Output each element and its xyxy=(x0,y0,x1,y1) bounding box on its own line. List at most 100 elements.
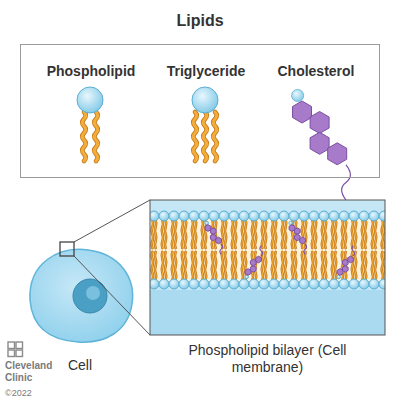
figure-shape xyxy=(256,256,262,263)
figure-shape xyxy=(185,220,186,248)
figure-shape xyxy=(325,252,326,280)
figure-shape xyxy=(355,220,356,248)
figure-shape xyxy=(355,252,356,280)
figure-shape xyxy=(155,252,156,280)
figure-shape xyxy=(262,220,263,248)
figure-shape xyxy=(259,211,269,221)
figure-shape xyxy=(309,279,319,289)
figure-shape xyxy=(192,252,193,280)
figure-shape xyxy=(359,211,369,221)
figure-shape xyxy=(162,220,163,248)
figure-shape xyxy=(189,279,199,289)
figure-shape xyxy=(210,228,216,235)
figure-shape xyxy=(172,252,173,280)
figure-shape xyxy=(179,279,189,289)
figure-shape xyxy=(332,220,333,248)
figure-shape xyxy=(235,252,236,280)
figure-shape xyxy=(279,211,289,221)
figure-shape xyxy=(216,237,222,244)
figure-shape xyxy=(155,220,156,248)
figure-shape xyxy=(172,220,173,248)
figure-shape xyxy=(282,220,283,248)
figure-shape xyxy=(152,220,153,248)
figure-shape xyxy=(312,220,313,248)
figure-shape xyxy=(372,220,373,248)
figure-shape xyxy=(269,279,279,289)
figure-shape xyxy=(185,220,186,248)
figure-shape xyxy=(372,220,373,248)
figure-shape xyxy=(249,279,259,289)
figure-shape xyxy=(342,252,343,280)
figure-shape xyxy=(332,252,333,280)
figure-shape xyxy=(212,252,213,280)
figure-shape xyxy=(359,279,369,289)
figure-shape xyxy=(225,252,226,280)
figure-shape xyxy=(335,252,336,280)
figure-shape xyxy=(213,112,217,161)
figure-shape xyxy=(239,211,249,221)
figure-shape xyxy=(175,220,176,248)
figure-shape xyxy=(73,279,107,313)
figure-shape xyxy=(245,220,246,248)
figure-shape xyxy=(272,220,273,248)
figure-shape xyxy=(219,211,229,221)
figure-shape xyxy=(285,220,286,248)
figure-shape xyxy=(312,252,313,280)
figure-shape xyxy=(259,279,269,289)
figure-shape xyxy=(362,220,363,248)
figure-shape xyxy=(305,252,306,280)
figure-shape xyxy=(349,279,359,289)
figure-shape xyxy=(315,252,316,280)
figure-shape xyxy=(192,252,193,280)
figure-shape xyxy=(335,252,336,280)
figure-shape xyxy=(169,279,179,289)
figure-shape xyxy=(332,252,333,280)
figure-shape xyxy=(235,252,236,280)
figure-shape xyxy=(282,220,283,248)
figure-shape xyxy=(342,266,348,273)
figure-shape xyxy=(352,252,353,280)
figure-shape xyxy=(355,252,356,280)
figure-shape xyxy=(329,279,339,289)
figure-shape xyxy=(322,252,323,280)
figure-shape xyxy=(82,112,86,161)
figure-shape xyxy=(16,342,23,349)
figure-shape xyxy=(195,252,196,280)
figure-shape xyxy=(255,220,256,248)
figure-shape xyxy=(302,252,303,280)
figure-shape xyxy=(342,220,343,248)
figure-shape xyxy=(255,252,256,280)
figure-shape xyxy=(179,211,189,221)
figure-shape xyxy=(250,266,256,273)
figure-shape xyxy=(275,220,276,248)
figure-shape xyxy=(299,211,309,221)
figure-shape xyxy=(239,279,249,289)
figure-shape xyxy=(159,279,169,289)
figure-shape xyxy=(379,279,385,289)
figure-shape xyxy=(199,279,209,289)
figure-shape xyxy=(155,220,156,248)
figure-shape xyxy=(322,252,323,280)
figure-shape xyxy=(352,220,353,248)
figure-shape xyxy=(369,211,379,221)
lipid-name: Triglyceride xyxy=(167,63,246,80)
figure-shape xyxy=(375,252,376,280)
figure-shape xyxy=(202,220,203,248)
figure-shape xyxy=(202,220,203,248)
figure-shape xyxy=(202,252,203,280)
figure-shape xyxy=(269,211,279,221)
figure-shape xyxy=(60,242,74,256)
figure-shape xyxy=(175,220,176,248)
figure-shape xyxy=(285,220,286,248)
figure-shape xyxy=(292,252,293,280)
figure-shape xyxy=(152,220,153,248)
figure-shape xyxy=(348,256,354,263)
figure-shape xyxy=(195,220,196,248)
figure-shape xyxy=(162,252,163,280)
figure-shape xyxy=(8,342,15,349)
figure-shape xyxy=(265,252,266,280)
lipid-name: Cholesterol xyxy=(277,63,354,80)
figure-shape xyxy=(315,252,316,280)
figure-shape xyxy=(229,279,239,289)
figure-shape xyxy=(199,211,209,221)
